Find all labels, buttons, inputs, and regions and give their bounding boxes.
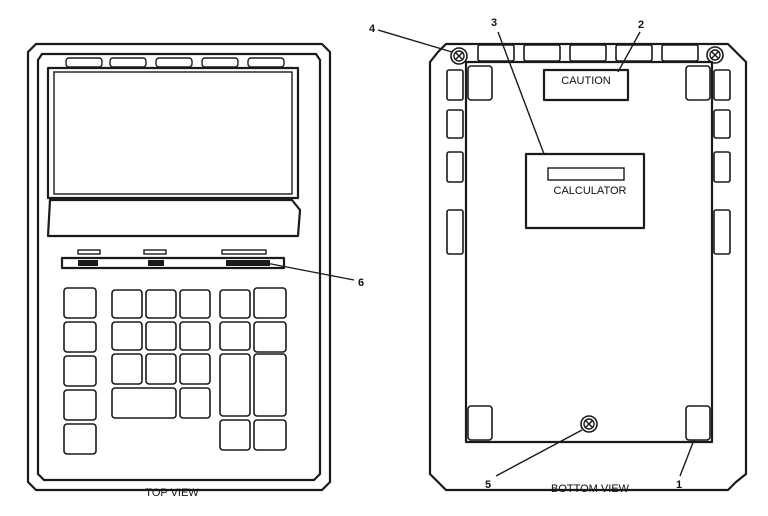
screw-top-right — [706, 46, 724, 64]
callout-4: 4 — [369, 23, 376, 35]
key — [145, 289, 177, 319]
key — [145, 321, 177, 351]
key-tall — [253, 353, 287, 417]
key — [179, 387, 211, 419]
foot-bottom-right — [685, 405, 711, 441]
top-case-inner — [36, 52, 322, 482]
switch-right — [226, 260, 270, 266]
key — [219, 419, 251, 451]
top-case-outer — [26, 42, 332, 492]
leader-3 — [497, 31, 545, 155]
switch-bar — [60, 256, 286, 270]
display-bezel — [46, 198, 302, 238]
key — [145, 353, 177, 385]
foot-top-left — [467, 65, 493, 101]
switch-left — [78, 260, 98, 266]
callout-2: 2 — [638, 19, 644, 31]
caution-label-box — [542, 68, 630, 102]
callout-6: 6 — [358, 277, 364, 289]
key — [111, 289, 143, 319]
bottom-case-outer — [428, 42, 748, 492]
top-tabs — [65, 57, 285, 68]
leader-4 — [377, 29, 453, 53]
caution-label: CAUTION — [561, 75, 611, 87]
key — [179, 353, 211, 385]
key — [63, 355, 97, 387]
key — [253, 419, 287, 451]
key — [253, 287, 287, 319]
side-tabs-right — [713, 69, 731, 255]
key — [63, 389, 97, 421]
top-view-caption: TOP VIEW — [145, 487, 199, 499]
screw-top-left — [450, 47, 468, 65]
key — [63, 423, 97, 455]
calculator-label-box — [524, 152, 646, 230]
leader-2 — [617, 31, 641, 73]
foot-bottom-left — [467, 405, 493, 441]
bottom-view: CAUTION CALCULATOR — [428, 42, 748, 492]
bottom-tabs — [477, 44, 699, 62]
callout-5: 5 — [485, 479, 491, 491]
callout-3: 3 — [491, 17, 497, 29]
key — [179, 321, 211, 351]
screw-bottom — [580, 415, 598, 433]
callout-1: 1 — [676, 479, 682, 491]
key — [179, 289, 211, 319]
key — [111, 321, 143, 351]
side-tabs-left — [446, 69, 464, 255]
switch-middle — [148, 260, 164, 266]
key — [111, 353, 143, 385]
key — [63, 321, 97, 353]
key-tall — [219, 353, 251, 417]
leader-1 — [679, 439, 695, 477]
bottom-view-caption: BOTTOM VIEW — [551, 483, 630, 495]
display-window — [46, 66, 300, 200]
leader-5 — [495, 429, 583, 477]
key — [219, 321, 251, 351]
leader-6 — [265, 262, 355, 281]
keypad — [63, 287, 287, 455]
key — [253, 321, 287, 353]
key — [63, 287, 97, 319]
top-view — [26, 42, 332, 492]
bottom-panel — [464, 60, 714, 444]
calculator-label: CALCULATOR — [554, 185, 627, 197]
key — [219, 289, 251, 319]
key-wide — [111, 387, 177, 419]
foot-top-right — [685, 65, 711, 101]
